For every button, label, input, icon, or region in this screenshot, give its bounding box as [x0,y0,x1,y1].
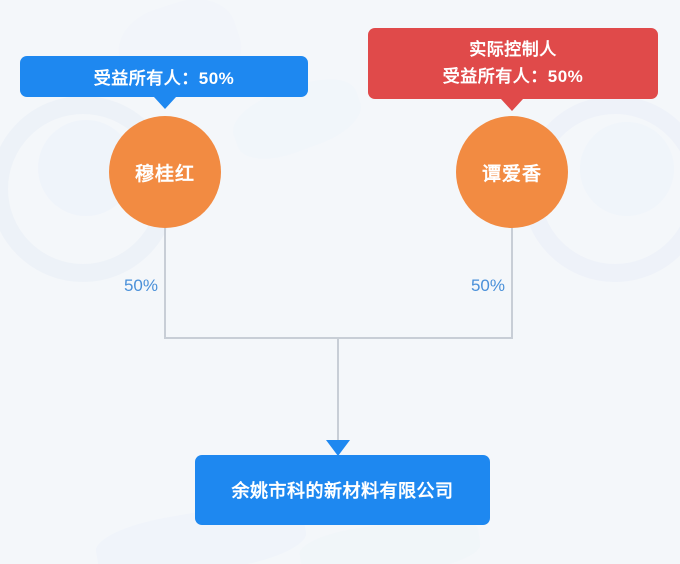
watermark-logo-right-inner [580,122,674,216]
badge-left-line-1: 受益所有人：50% [93,69,235,88]
badge-left-pointer [154,97,176,109]
badge-right-pointer [501,99,523,111]
badge-right-line-1: 实际控制人 [469,40,557,60]
stake-label-left: 50% [123,276,158,295]
badge-beneficial-owner-left: 受益所有人：50% [20,56,308,109]
stake-label-right: 50% [470,276,505,295]
person-node-left[interactable]: 穆桂红 [109,116,221,228]
company-node[interactable]: 余姚市科的新材料有限公司 [195,455,490,525]
badge-right-line-2: 受益所有人：50% [442,66,584,86]
person-node-right[interactable]: 谭爱香 [456,116,568,228]
badge-actual-controller-right: 实际控制人 受益所有人：50% [368,28,658,111]
